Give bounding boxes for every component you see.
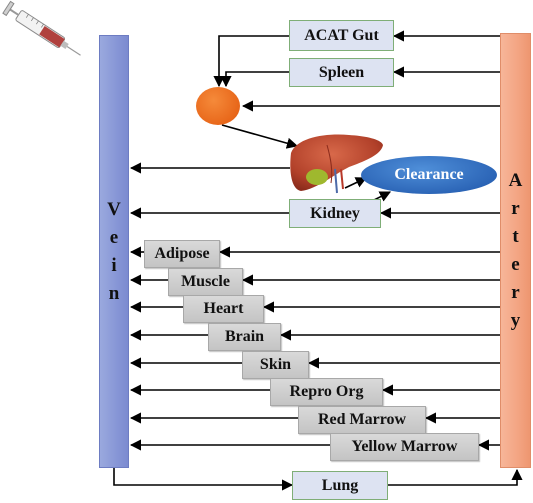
tissue-muscle: Muscle xyxy=(168,268,243,296)
liver-icon xyxy=(290,134,383,194)
arrow-vein-to-lung xyxy=(113,468,294,491)
artery-letter: r xyxy=(511,281,520,303)
tissue-repro-org: Repro Org xyxy=(270,378,383,406)
tissue-red-marrow: Red Marrow xyxy=(298,406,426,434)
acat-gut-box: ACAT Gut xyxy=(289,20,394,51)
vein-letter: n xyxy=(108,282,120,304)
artery-letter: t xyxy=(512,225,519,247)
arrow-spleen-to-portal xyxy=(220,71,289,88)
tissue-brain: Brain xyxy=(208,323,281,351)
tissue-adipose: Adipose xyxy=(144,240,220,268)
artery-letter: e xyxy=(511,253,520,275)
arrow-gut-to-portal xyxy=(213,35,289,88)
portal-node xyxy=(196,87,240,125)
arrow-portal-to-liver xyxy=(221,124,299,149)
artery-letter: r xyxy=(511,197,520,219)
spleen-box: Spleen xyxy=(289,58,394,87)
kidney-box: Kidney xyxy=(289,199,381,228)
vein-letter: e xyxy=(109,226,119,248)
vein-column: V e i n xyxy=(99,35,129,468)
vein-letter: i xyxy=(111,254,117,276)
vein-letter: V xyxy=(107,198,121,220)
lung-box: Lung xyxy=(292,471,388,500)
artery-letter: A xyxy=(508,169,523,191)
arrow-lung-to-artery xyxy=(388,468,523,486)
tissue-skin: Skin xyxy=(242,351,309,379)
artery-column: A r t e r y xyxy=(500,33,531,468)
tissue-heart: Heart xyxy=(183,295,264,323)
artery-letter: y xyxy=(510,309,521,331)
tissue-yellow-marrow: Yellow Marrow xyxy=(330,433,479,461)
syringe-icon xyxy=(2,0,81,56)
clearance-node: Clearance xyxy=(361,156,497,194)
